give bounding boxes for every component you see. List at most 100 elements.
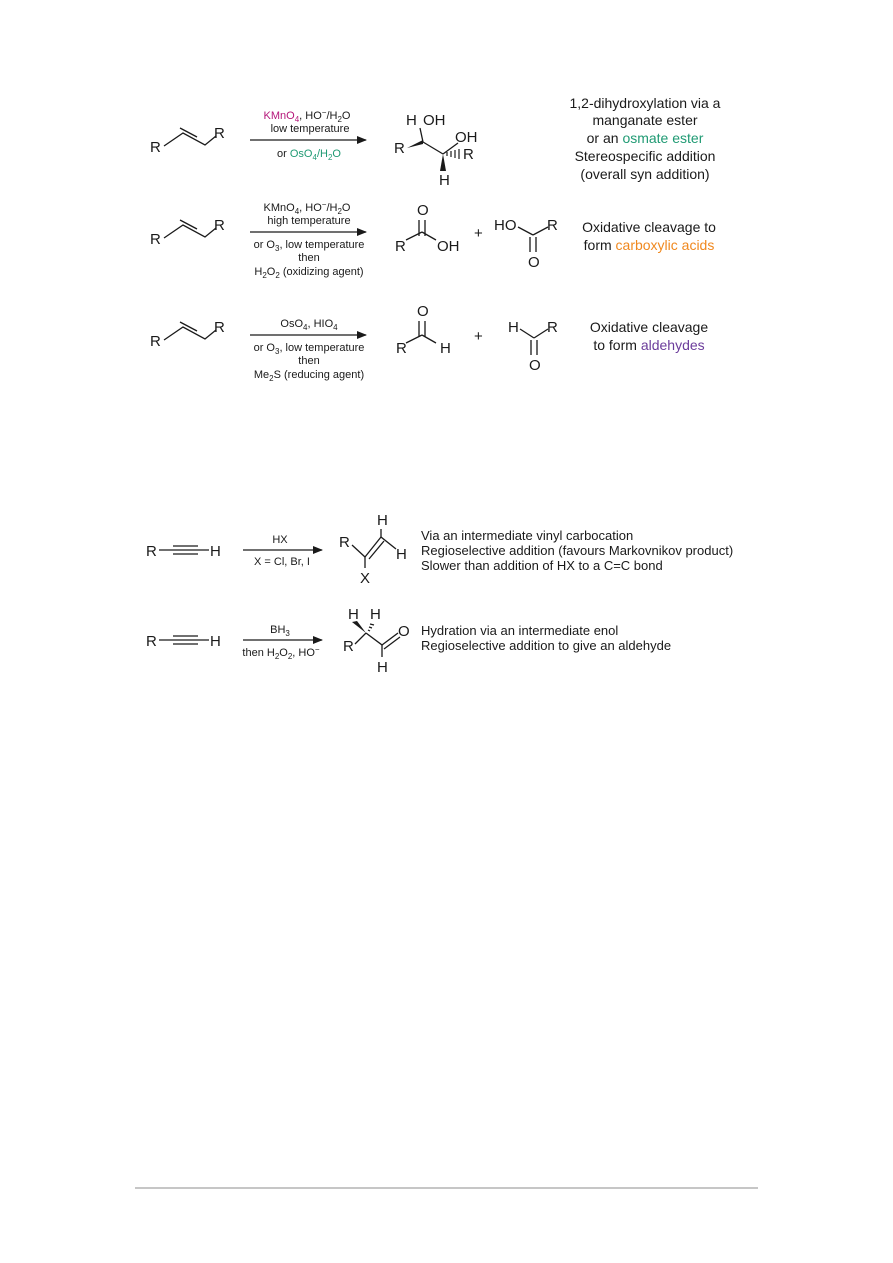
c-c-bond: [365, 632, 383, 646]
r-group-label: R: [343, 638, 354, 655]
diol-product: H OH R OH H R: [394, 112, 478, 189]
oh-group: OH: [437, 238, 460, 255]
description: Oxidative cleavage to form aldehydes: [590, 319, 709, 353]
aldehyde-product-1: O R H: [396, 303, 451, 357]
alternative-reagent: or O3, low temperature: [254, 239, 365, 253]
h-atom: H: [370, 606, 381, 623]
c-h-bond: [380, 536, 397, 550]
condition-high-temperature: high temperature: [267, 215, 350, 227]
vinyl-halide-product: H R H X: [339, 512, 407, 587]
r-group-label: R: [150, 139, 161, 156]
r-group-label: R: [547, 217, 558, 234]
plus-sign: +: [474, 328, 483, 345]
reaction-cleavage-aldehydes: R R OsO4, HIO4 or O3, low temperature th…: [150, 303, 708, 383]
svg-text:Regioselective addition to giv: Regioselective addition to give an aldeh…: [421, 638, 671, 653]
h-atom: H: [508, 319, 519, 336]
oxidizing-agent: H2O2 (oxidizing agent): [254, 266, 363, 280]
double-bond-line: [383, 636, 401, 650]
h-atom: H: [377, 659, 388, 676]
double-bond-line: [368, 540, 385, 560]
c-oh-bond: [442, 142, 459, 155]
halide-condition: X = Cl, Br, I: [254, 556, 310, 568]
r-group-label: R: [463, 146, 474, 163]
alkyne-reactant: R H: [146, 543, 221, 560]
svg-text:manganate ester: manganate ester: [592, 112, 697, 128]
double-bond-line: [179, 321, 198, 332]
alkene-bond: [163, 326, 217, 341]
oh-group: OH: [455, 129, 478, 146]
double-bond-line: [364, 536, 382, 558]
r-group-label: R: [214, 319, 225, 336]
reaction-conditions: HX X = Cl, Br, I: [243, 534, 323, 568]
alkene-reactant: R R: [150, 217, 225, 248]
h-atom: H: [377, 512, 388, 529]
h-atom: H: [406, 112, 417, 129]
hashed-bond: [367, 623, 375, 632]
reagent-bh3: BH3: [270, 624, 290, 638]
o-atom: O: [417, 202, 429, 219]
r-group-label: R: [146, 543, 157, 560]
reagent-oso4-hio4: OsO4, HIO4: [280, 318, 338, 332]
wedge-bond: [440, 154, 446, 171]
h-atom: H: [439, 172, 450, 189]
reducing-agent: Me2S (reducing agent): [254, 369, 364, 383]
c-r-bond: [405, 231, 423, 241]
reaction-conditions: KMnO4, HO−/H2O low temperature or OsO4/H…: [250, 108, 367, 162]
hashed-bond: [446, 149, 460, 159]
reaction-conditions: KMnO4, HO−/H2O high temperature or O3, l…: [250, 200, 367, 280]
condition-low-temperature: low temperature: [271, 123, 350, 135]
svg-text:Slower than addition of HX to: Slower than addition of HX to a C=C bond: [421, 558, 663, 573]
svg-text:Stereospecific addition: Stereospecific addition: [575, 148, 716, 164]
r-group-label: R: [396, 340, 407, 357]
svg-text:Hydration via an intermediate: Hydration via an intermediate enol: [421, 623, 618, 638]
reagent-kmno4: KMnO4, HO−/H2O: [264, 108, 351, 124]
aldehyde-product-2: H R O: [508, 319, 558, 374]
double-bond-line: [179, 219, 198, 230]
reaction-hx-addition-alkyne: R H HX X = Cl, Br, I H R H X Via an inte…: [146, 512, 733, 587]
alkene-reactant: R R: [150, 319, 225, 350]
alternative-reagent: or O3, low temperature: [254, 342, 365, 356]
r-group-label: R: [394, 140, 405, 157]
c-c-bond: [422, 141, 444, 155]
alkene-bond: [163, 224, 217, 239]
reaction-conditions: OsO4, HIO4 or O3, low temperature then M…: [250, 318, 367, 383]
r-group-label: R: [339, 534, 350, 551]
c-r-bond: [533, 328, 549, 339]
svg-text:Oxidative cleavage: Oxidative cleavage: [590, 319, 709, 335]
oh-group: OH: [423, 112, 446, 129]
r-group-label: R: [547, 319, 558, 336]
svg-text:(overall syn addition): (overall syn addition): [580, 166, 709, 182]
reaction-cleavage-carboxylic-acids: R R KMnO4, HO−/H2O high temperature or O…: [150, 200, 716, 280]
svg-text:Oxidative cleavage to: Oxidative cleavage to: [582, 219, 716, 235]
svg-text:Regioselective addition (favou: Regioselective addition (favours Markovn…: [421, 543, 733, 558]
c-h-bond: [421, 334, 437, 344]
o-atom: O: [528, 254, 540, 271]
r-group-label: R: [150, 333, 161, 350]
reagent-kmno4: KMnO4, HO−/H2O: [264, 200, 351, 216]
reaction-dihydroxylation: R R KMnO4, HO−/H2O low temperature or Os…: [150, 95, 721, 189]
c-r-bond: [354, 632, 367, 645]
description: 1,2-dihydroxylation via a manganate este…: [570, 95, 721, 182]
svg-text:to form aldehydes: to form aldehydes: [593, 337, 704, 353]
double-bond-line: [381, 632, 399, 646]
oxidation-condition: then H2O2, HO−: [242, 645, 320, 661]
description: Hydration via an intermediate enol Regio…: [421, 623, 671, 653]
svg-text:or an osmate ester: or an osmate ester: [587, 130, 704, 146]
h-atom: H: [348, 606, 359, 623]
r-group-label: R: [214, 125, 225, 142]
c-oh-bond: [419, 127, 424, 143]
c-r-bond: [405, 334, 423, 344]
h-atom: H: [210, 543, 221, 560]
c-o-bond: [517, 226, 534, 236]
h-atom: H: [210, 633, 221, 650]
c-r-bond: [532, 226, 549, 236]
alkene-bond: [163, 132, 217, 147]
double-bond-line: [179, 127, 198, 138]
svg-text:form carboxylic acids: form carboxylic acids: [584, 237, 715, 253]
o-atom: O: [398, 623, 410, 640]
description: Via an intermediate vinyl carbocation Re…: [421, 528, 733, 573]
r-group-label: R: [214, 217, 225, 234]
reagent-hx: HX: [272, 534, 288, 546]
ho-group: HO: [494, 217, 517, 234]
